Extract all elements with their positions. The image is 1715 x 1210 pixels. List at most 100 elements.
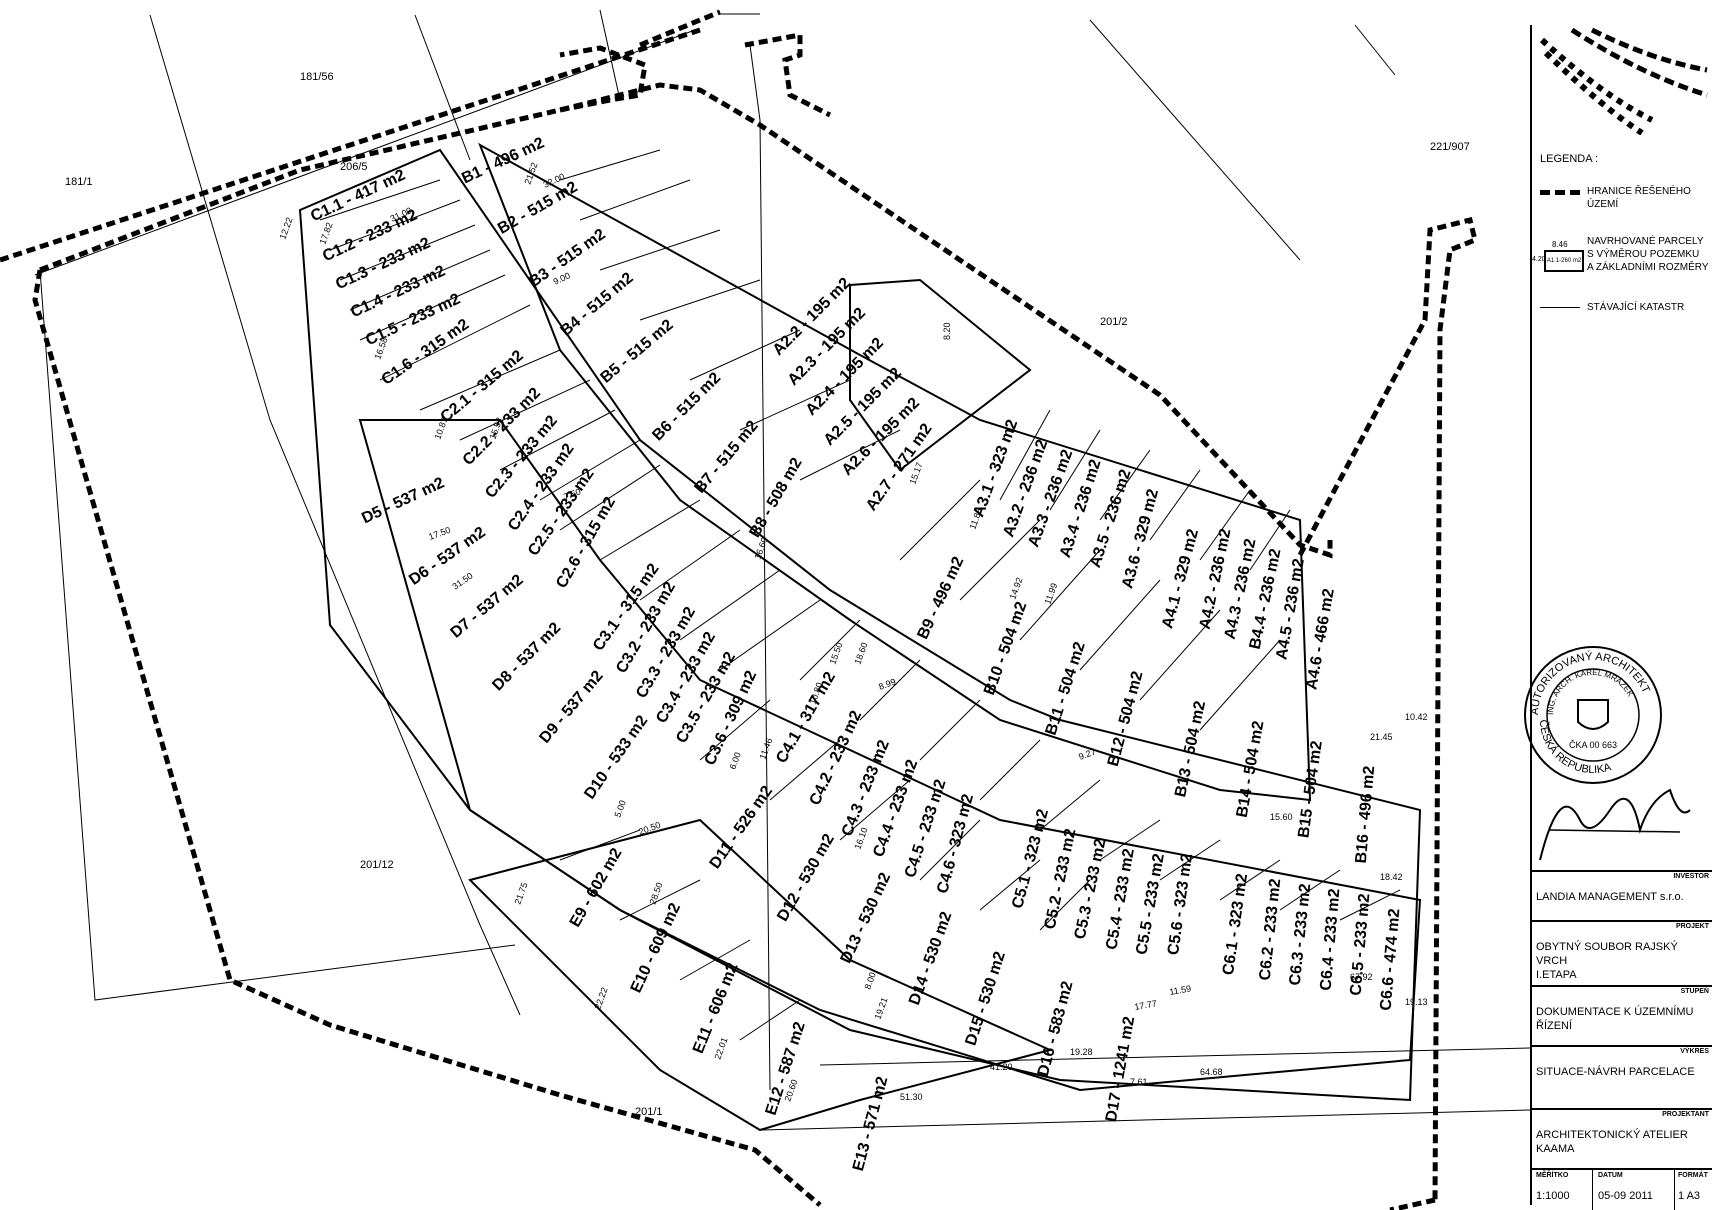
parcel-label: A4.6 - 466 m2 (1303, 587, 1338, 691)
dimension-label: 19.28 (1070, 1047, 1093, 1057)
legend-boundary-label: HRANICE ŘEŠENÉHO ÚZEMÍ (1587, 186, 1691, 210)
legend-cadastre-symbol (1540, 307, 1580, 308)
drawing-value: SITUACE-NÁVRH PARCELACE (1536, 1066, 1695, 1078)
dimension-label: 28.50 (647, 881, 664, 906)
stamp-number: ČKA 00 663 (1569, 740, 1617, 750)
project-line-2: I.ETAPA (1536, 969, 1577, 981)
dimension-label: 17.50 (427, 525, 452, 542)
title-block-footer: MĚŘÍTKO 1:1000 DATUM 05-09 2011 FORMÁT 1… (1530, 1168, 1712, 1210)
parcel-label: D10 - 533 m2 (581, 712, 651, 802)
parcel-label: B16 - 496 m2 (1353, 765, 1378, 864)
parcel-label: D14 - 530 m2 (906, 909, 955, 1007)
cadastral-labels: 181/56 181/1 206/5 221/907 201/2 201/12 … (65, 71, 1470, 1118)
dimension-label: 51.30 (900, 1092, 923, 1102)
parcel-label: C6.1 - 323 m2 (1220, 872, 1251, 976)
cadastral-label: 201/12 (360, 859, 394, 871)
dimension-label: 8.20 (942, 322, 952, 340)
parcel-label: B5 - 515 m2 (598, 316, 677, 386)
dimension-label: 11.59 (1169, 983, 1192, 997)
dimension-label: 21.75 (512, 881, 529, 906)
dimension-label: 31.50 (450, 571, 474, 592)
parcel-label: D9 - 537 m2 (536, 668, 606, 747)
parcel-label: B2 - 515 m2 (495, 178, 581, 237)
parcel-label: C5.2 - 233 m2 (1042, 827, 1080, 931)
legend-boundary-symbol (1540, 190, 1580, 195)
dimension-label: 41.20 (990, 1062, 1013, 1072)
north-arrow-graphic (1539, 27, 1708, 135)
drawing-tag: VÝKRES (1680, 1048, 1709, 1055)
project-value: OBYTNÝ SOUBOR RAJSKÝ VRCH I.ETAPA (1536, 940, 1712, 982)
parcel-label: E13 - 571 m2 (850, 1075, 892, 1173)
scale-tag: MĚŘÍTKO (1536, 1172, 1569, 1179)
project-line-1: OBYTNÝ SOUBOR RAJSKÝ VRCH (1536, 941, 1678, 967)
legend-parcels-line2: S VÝMĚROU POZEMKU (1587, 249, 1700, 260)
stage-value: DOKUMENTACE K ÚZEMNÍMU ŘÍZENÍ (1536, 1006, 1694, 1032)
designer-tag: PROJEKTANT (1662, 1111, 1709, 1118)
parcel-label: D8 - 537 m2 (489, 619, 564, 694)
dimension-label: 8.00 (862, 971, 877, 991)
legend-panel: LEGENDA : HRANICE ŘEŠENÉHO ÚZEMÍ A1.1-26… (1530, 25, 1714, 1205)
parcel-label: C5.4 - 233 m2 (1103, 847, 1138, 951)
investor-value: LANDIA MANAGEMENT s.r.o. (1536, 891, 1684, 903)
legend-parcels-line1: NAVRHOVANÉ PARCELY (1587, 236, 1704, 247)
parcel-label: B10 - 504 m2 (981, 599, 1030, 697)
dimension-label: 10.42 (1405, 712, 1428, 722)
cadastral-label: 206/5 (340, 161, 368, 173)
legend-parcels-line3: A ZÁKLADNÍMI ROZMĚRY (1587, 262, 1709, 273)
parcel-label: C6.2 - 233 m2 (1257, 878, 1285, 982)
signature (1539, 788, 1691, 861)
coat-of-arms-icon (1577, 699, 1609, 730)
designer-value: ARCHITEKTONICKÝ ATELIER KAAMA (1536, 1129, 1688, 1155)
parcelation-map: 181/56 181/1 206/5 221/907 201/2 201/12 … (0, 9, 1530, 1210)
dimension-label: 6.00 (727, 751, 742, 771)
dimension-label: 15.60 (1270, 812, 1293, 822)
scale-value: 1:1000 (1536, 1190, 1570, 1202)
cadastral-lines (34, 9, 1530, 1131)
date-tag: DATUM (1598, 1172, 1623, 1179)
dimension-label: 22.22 (592, 986, 609, 1011)
dimension-label: 67.92 (1350, 972, 1373, 982)
parcel-label: B6 - 515 m2 (649, 369, 724, 444)
legend-sample-side: 4.20 (1532, 256, 1546, 263)
dimension-label: 15.50 (827, 641, 844, 666)
parcel-label: C5.6 - 323 m2 (1165, 852, 1196, 956)
parcel-label: C5.5 - 233 m2 (1133, 852, 1168, 956)
parcel-label: B11 - 504 m2 (1043, 640, 1089, 738)
stage-tag: STUPEŇ (1680, 988, 1709, 995)
parcel-label: C6.3 - 233 m2 (1287, 883, 1315, 987)
title-block-drawing: VÝKRES SITUACE-NÁVRH PARCELACE (1530, 1045, 1712, 1107)
dimension-label: 14.92 (1007, 576, 1024, 601)
format-cell: FORMÁT 1 A3 (1674, 1170, 1712, 1210)
parcel-label: D16 - 583 m2 (1035, 979, 1077, 1078)
parcel-label: B12 - 504 m2 (1105, 669, 1147, 768)
dimension-label: 9.27 (1077, 746, 1097, 761)
parcel-dividers (319, 149, 1401, 1041)
parcel-label: E9 - 602 m2 (567, 845, 626, 930)
date-value: 05-09 2011 (1598, 1190, 1653, 1202)
legend-sample-label: A1.1-260 m2 (1546, 258, 1582, 264)
format-tag: FORMÁT (1678, 1172, 1708, 1179)
investor-tag: INVESTOR (1673, 873, 1709, 880)
parcel-label: A4.1 - 329 m2 (1159, 527, 1202, 630)
parcel-label: D13 - 530 m2 (838, 870, 895, 966)
parcel-label: D12 - 530 m2 (774, 831, 838, 924)
date-cell: DATUM 05-09 2011 (1592, 1170, 1675, 1210)
dimension-label: 11.99 (1042, 582, 1059, 606)
dimension-label: 18.42 (1380, 872, 1403, 882)
scale-cell: MĚŘÍTKO 1:1000 (1530, 1170, 1593, 1210)
cadastral-label: 181/56 (300, 71, 334, 83)
parcel-label: D15 - 530 m2 (963, 949, 1009, 1047)
dimension-label: 19.13 (1405, 997, 1428, 1007)
parcel-label: B8 - 508 m2 (747, 455, 806, 541)
dimension-label: 21.52 (522, 161, 539, 186)
cadastral-label: 201/2 (1100, 316, 1128, 328)
parcel-label: E10 - 609 m2 (628, 900, 684, 995)
dimension-label: 8.99 (877, 676, 897, 691)
title-block-investor: INVESTOR LANDIA MANAGEMENT s.r.o. (1530, 870, 1712, 912)
parcel-label: E11 - 606 m2 (690, 961, 742, 1057)
parcel-label: C5.3 - 233 m2 (1072, 837, 1110, 941)
cadastral-label: 201/1 (635, 1106, 663, 1118)
parcel-label: A3.6 - 329 m2 (1119, 487, 1162, 590)
dimension-label: 21.45 (1370, 732, 1393, 742)
